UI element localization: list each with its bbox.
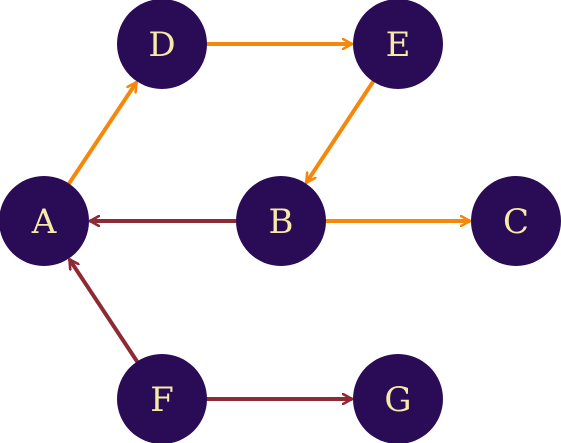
node-circle [0,176,89,266]
edge-a-to-d [67,83,138,186]
node-label: D [148,25,175,65]
node-f: F [117,354,207,443]
node-a: A [0,176,89,266]
node-label: F [150,380,174,420]
node-d: D [117,0,207,89]
node-label: C [503,202,529,242]
node-b: B [236,176,326,266]
node-label: B [269,202,294,242]
node-circle [117,354,207,443]
edge-e-to-b [304,79,376,182]
node-circle [471,176,561,266]
node-label: A [31,202,57,242]
node-circle [117,0,207,89]
node-g: G [353,354,443,443]
edges-layer [67,44,469,399]
edge-f-to-a [68,260,140,364]
node-label: G [384,380,411,420]
node-c: C [471,176,561,266]
node-e: E [353,0,443,89]
node-circle [353,0,443,89]
node-circle [353,354,443,443]
node-circle [236,176,326,266]
node-label: E [386,25,411,65]
